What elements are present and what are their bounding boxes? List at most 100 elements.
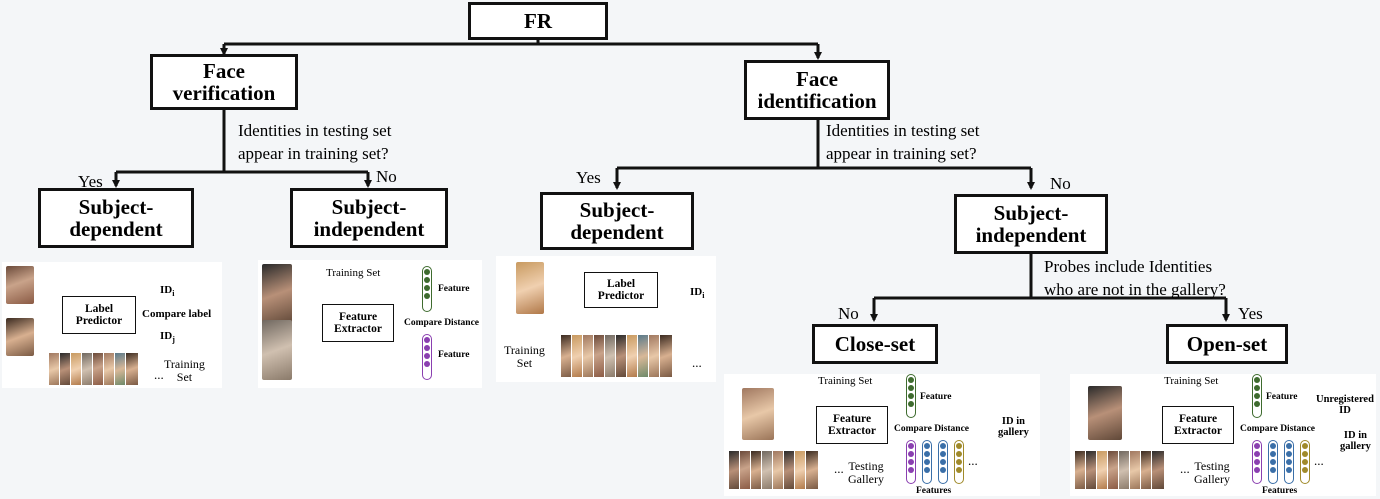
ver-subject-independent-node: Subject- independent <box>290 188 448 248</box>
ver-ind-feature-bottom: Feature <box>438 350 470 360</box>
id-dependent-line2: dependent <box>570 220 664 244</box>
ver-independent-line2: independent <box>313 217 425 241</box>
verification-no-label: No <box>376 167 397 186</box>
id-independent-line1: Subject- <box>993 200 1069 225</box>
feature-vector-purple <box>422 334 432 380</box>
probe-face-image <box>516 262 544 314</box>
id-i-text: ID <box>160 284 173 296</box>
openclose-branch-line <box>874 254 1226 300</box>
close-gallery-label: Testing Gallery <box>848 459 884 487</box>
verification-yes-label: Yes <box>78 172 103 191</box>
ver-independent-line1: Subject- <box>331 194 407 219</box>
training-line2: Set <box>516 356 533 371</box>
close-feature-extractor-box: Feature Extractor <box>816 406 888 444</box>
result-line1: ID in <box>1001 416 1025 427</box>
extractor-line1: Feature <box>338 310 378 323</box>
open-compare-label: Compare Distance <box>1240 424 1316 434</box>
feature-vector-blue <box>1268 440 1278 484</box>
feature-vector-blue <box>922 440 932 484</box>
predictor-line2: Predictor <box>597 290 645 302</box>
feature-vector-blue <box>938 440 948 484</box>
extractor-line2: Extractor <box>1174 425 1222 437</box>
identification-yes-label: Yes <box>576 168 601 187</box>
identification-branch-line <box>617 120 1031 170</box>
id-i-text: ID <box>690 286 703 298</box>
probe-face-image <box>262 264 292 324</box>
open-set-label: Open-set <box>1186 331 1268 356</box>
result-line2: gallery <box>998 427 1029 438</box>
feature-vector-olive <box>954 440 964 484</box>
probe-face-image <box>742 388 774 440</box>
id-dep-training-label: Training Set <box>504 343 545 371</box>
id-dep-dots: ... <box>692 355 702 370</box>
probe-face-image <box>6 318 34 356</box>
openclose-question: Probes include Identities who are not in… <box>1044 256 1226 302</box>
openclose-question-line1: Probes include Identities <box>1044 257 1213 276</box>
identification-line2: identification <box>757 89 877 113</box>
verification-branch-line <box>116 110 368 174</box>
verification-question: Identities in testing set appear in trai… <box>238 120 391 166</box>
gallery-line2: Gallery <box>848 472 884 487</box>
feature-vector-green <box>906 374 916 418</box>
verification-line2: verification <box>172 81 276 105</box>
extractor-line2: Extractor <box>334 323 382 335</box>
identification-line1: Face <box>796 66 838 91</box>
gallery-line2: Gallery <box>1194 472 1230 487</box>
ver-dep-training-label: Training Set <box>164 357 205 385</box>
open-set-yes-label: Yes <box>1238 304 1263 323</box>
open-feature-extractor-box: Feature Extractor <box>1162 406 1234 444</box>
gallery-line1: Testing <box>1194 459 1230 473</box>
root-label: FR <box>524 8 552 33</box>
close-set-node: Close-set <box>812 324 938 364</box>
close-set-no-label: No <box>838 304 859 323</box>
extractor-line2: Extractor <box>828 425 876 437</box>
ver-compare-label: Compare label <box>142 308 212 320</box>
identification-no-label: No <box>1050 174 1071 193</box>
gallery-line1: Testing <box>848 459 884 473</box>
training-faces-strip <box>560 334 673 378</box>
close-training-set: Training Set <box>818 375 873 387</box>
close-gallery-dots: ... <box>834 461 844 476</box>
face-identification-node: Face identification <box>744 60 890 120</box>
ver-label-predictor-box: Label Predictor <box>62 296 136 334</box>
verification-question-line1: Identities in testing set <box>238 121 392 140</box>
id-dependent-line1: Subject- <box>579 197 655 222</box>
open-vector-dots: ... <box>1314 453 1324 468</box>
probe-face-image <box>1088 386 1122 440</box>
open-unregistered: Unregistered ID <box>1316 394 1374 416</box>
close-features-label: Features <box>916 486 952 496</box>
ver-id-i: IDi <box>160 284 174 298</box>
open-feature-label: Feature <box>1266 392 1298 402</box>
id-j-text: ID <box>160 330 173 342</box>
predictor-line1: Label <box>84 302 114 315</box>
predictor-line2: Predictor <box>75 315 123 327</box>
ver-ind-training-set: Training Set <box>326 267 381 279</box>
predictor-line1: Label <box>606 277 636 290</box>
probe-face-image <box>6 266 34 304</box>
close-set-label: Close-set <box>834 331 916 356</box>
close-feature-label: Feature <box>920 392 952 402</box>
open-features-label: Features <box>1262 486 1298 496</box>
gallery-faces-strip <box>1074 450 1165 490</box>
id-independent-line2: independent <box>975 223 1087 247</box>
unregistered-line1: Unregistered <box>1316 394 1374 405</box>
extractor-line1: Feature <box>1178 412 1218 425</box>
id-i-sub: i <box>702 291 705 301</box>
training-line2: Set <box>176 370 193 385</box>
gallery-faces-strip <box>728 450 819 490</box>
ver-subject-dependent-node: Subject- dependent <box>38 188 194 248</box>
training-line1: Training <box>164 357 205 371</box>
verification-question-line2: appear in training set? <box>238 143 389 163</box>
identification-question: Identities in testing set appear in trai… <box>826 120 979 166</box>
probe-face-image <box>262 320 292 380</box>
ver-dependent-line1: Subject- <box>78 194 154 219</box>
training-line1: Training <box>504 343 545 357</box>
openclose-question-line2: who are not in the gallery? <box>1044 279 1226 299</box>
id-id-i: IDi <box>690 286 704 300</box>
unregistered-line2: ID <box>1339 405 1351 416</box>
ver-dependent-line2: dependent <box>69 217 163 241</box>
close-result: ID in gallery <box>998 416 1029 438</box>
feature-vector-green <box>1252 374 1262 418</box>
result-line1: ID in <box>1343 430 1367 441</box>
id-j-sub: j <box>172 335 175 345</box>
